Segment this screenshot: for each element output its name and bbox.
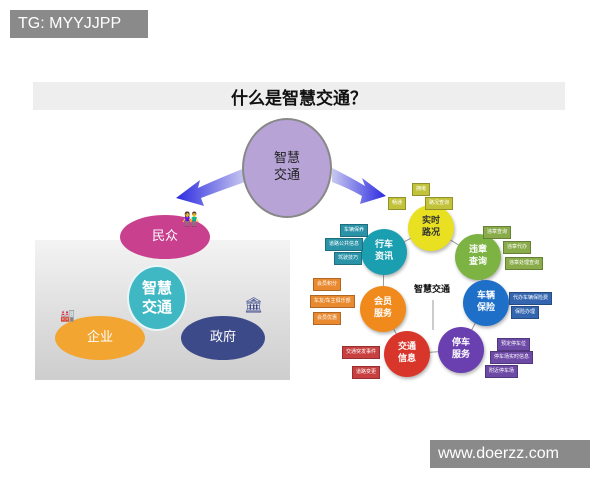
page-title: 什么是智慧交通？ <box>33 82 565 110</box>
center-bubble: 智慧交通 <box>242 118 332 218</box>
core-line1: 智慧 <box>141 278 172 297</box>
service-tag: 违章处理查询 <box>505 257 544 270</box>
service-tag: 附近停车场 <box>485 365 519 378</box>
hub-label: 智慧交通 <box>414 285 451 295</box>
node-line1: 违章 <box>468 245 487 256</box>
left-arrow-icon <box>176 168 245 206</box>
government-ellipse: 政府 <box>181 316 265 360</box>
service-tag: 拥堵 <box>412 183 431 196</box>
enterprise-ellipse: 企业 <box>55 316 145 360</box>
node-line2: 服务 <box>451 350 470 360</box>
service-tag: 违章查询 <box>483 226 512 239</box>
service-tag: 道路公共信息 <box>325 238 364 251</box>
government-building-icon: 🏛 <box>244 296 264 314</box>
center-bubble-line2: 交通 <box>273 168 300 183</box>
service-node: 车辆保险 <box>463 280 509 326</box>
service-node: 停车服务 <box>438 327 484 373</box>
core-line2: 交通 <box>141 298 172 316</box>
people-ellipse: 民众 <box>120 215 210 259</box>
service-tag: 会员优惠 <box>313 312 342 325</box>
service-node: 实时路况 <box>408 205 454 251</box>
service-tag: 会员积分 <box>313 278 342 291</box>
watermark-bottom: www.doerzz.com <box>430 440 590 468</box>
service-node: 违章查询 <box>455 234 501 280</box>
node-line1: 会员 <box>373 297 392 308</box>
node-line1: 停车 <box>451 338 470 349</box>
service-tag: 交通突发事件 <box>342 346 381 359</box>
node-line1: 行车 <box>374 240 393 251</box>
people-icon: 👫 <box>182 212 200 228</box>
service-tag: 路况查询 <box>425 197 454 210</box>
center-bubble-line1: 智慧 <box>273 151 300 167</box>
core-circle: 智慧交通 <box>127 265 187 331</box>
service-tag: 驾驶技巧 <box>334 252 363 265</box>
node-line2: 查询 <box>468 257 487 267</box>
factory-icon: 🏭 <box>60 308 75 322</box>
node-line2: 资讯 <box>374 252 393 262</box>
service-tag: 道路变更 <box>352 366 381 379</box>
node-line1: 交通 <box>397 342 416 353</box>
right-arrow-icon <box>332 168 386 204</box>
node-line1: 车辆 <box>476 291 495 302</box>
node-line2: 保险 <box>476 303 495 313</box>
service-tag: 代办车辆保险费 <box>509 292 553 305</box>
service-tag: 预定停车位 <box>497 338 531 351</box>
node-line2: 信息 <box>397 354 416 364</box>
node-line2: 服务 <box>373 309 392 319</box>
watermark-top: TG: MYYJJPP <box>10 10 148 38</box>
service-node: 会员服务 <box>360 286 406 332</box>
service-tag: 停车场实时信息 <box>490 351 534 364</box>
service-node: 交通信息 <box>384 331 430 377</box>
service-tag: 保险办理 <box>511 306 540 319</box>
service-tag: 车辆保养 <box>340 224 369 237</box>
service-tag: 畅通 <box>388 197 407 210</box>
node-line2: 路况 <box>421 228 440 238</box>
service-tag: 违章代办 <box>503 241 532 254</box>
service-tag: 车友/车主俱乐部 <box>310 295 355 308</box>
service-node: 行车资讯 <box>361 229 407 275</box>
node-line1: 实时 <box>421 216 440 227</box>
